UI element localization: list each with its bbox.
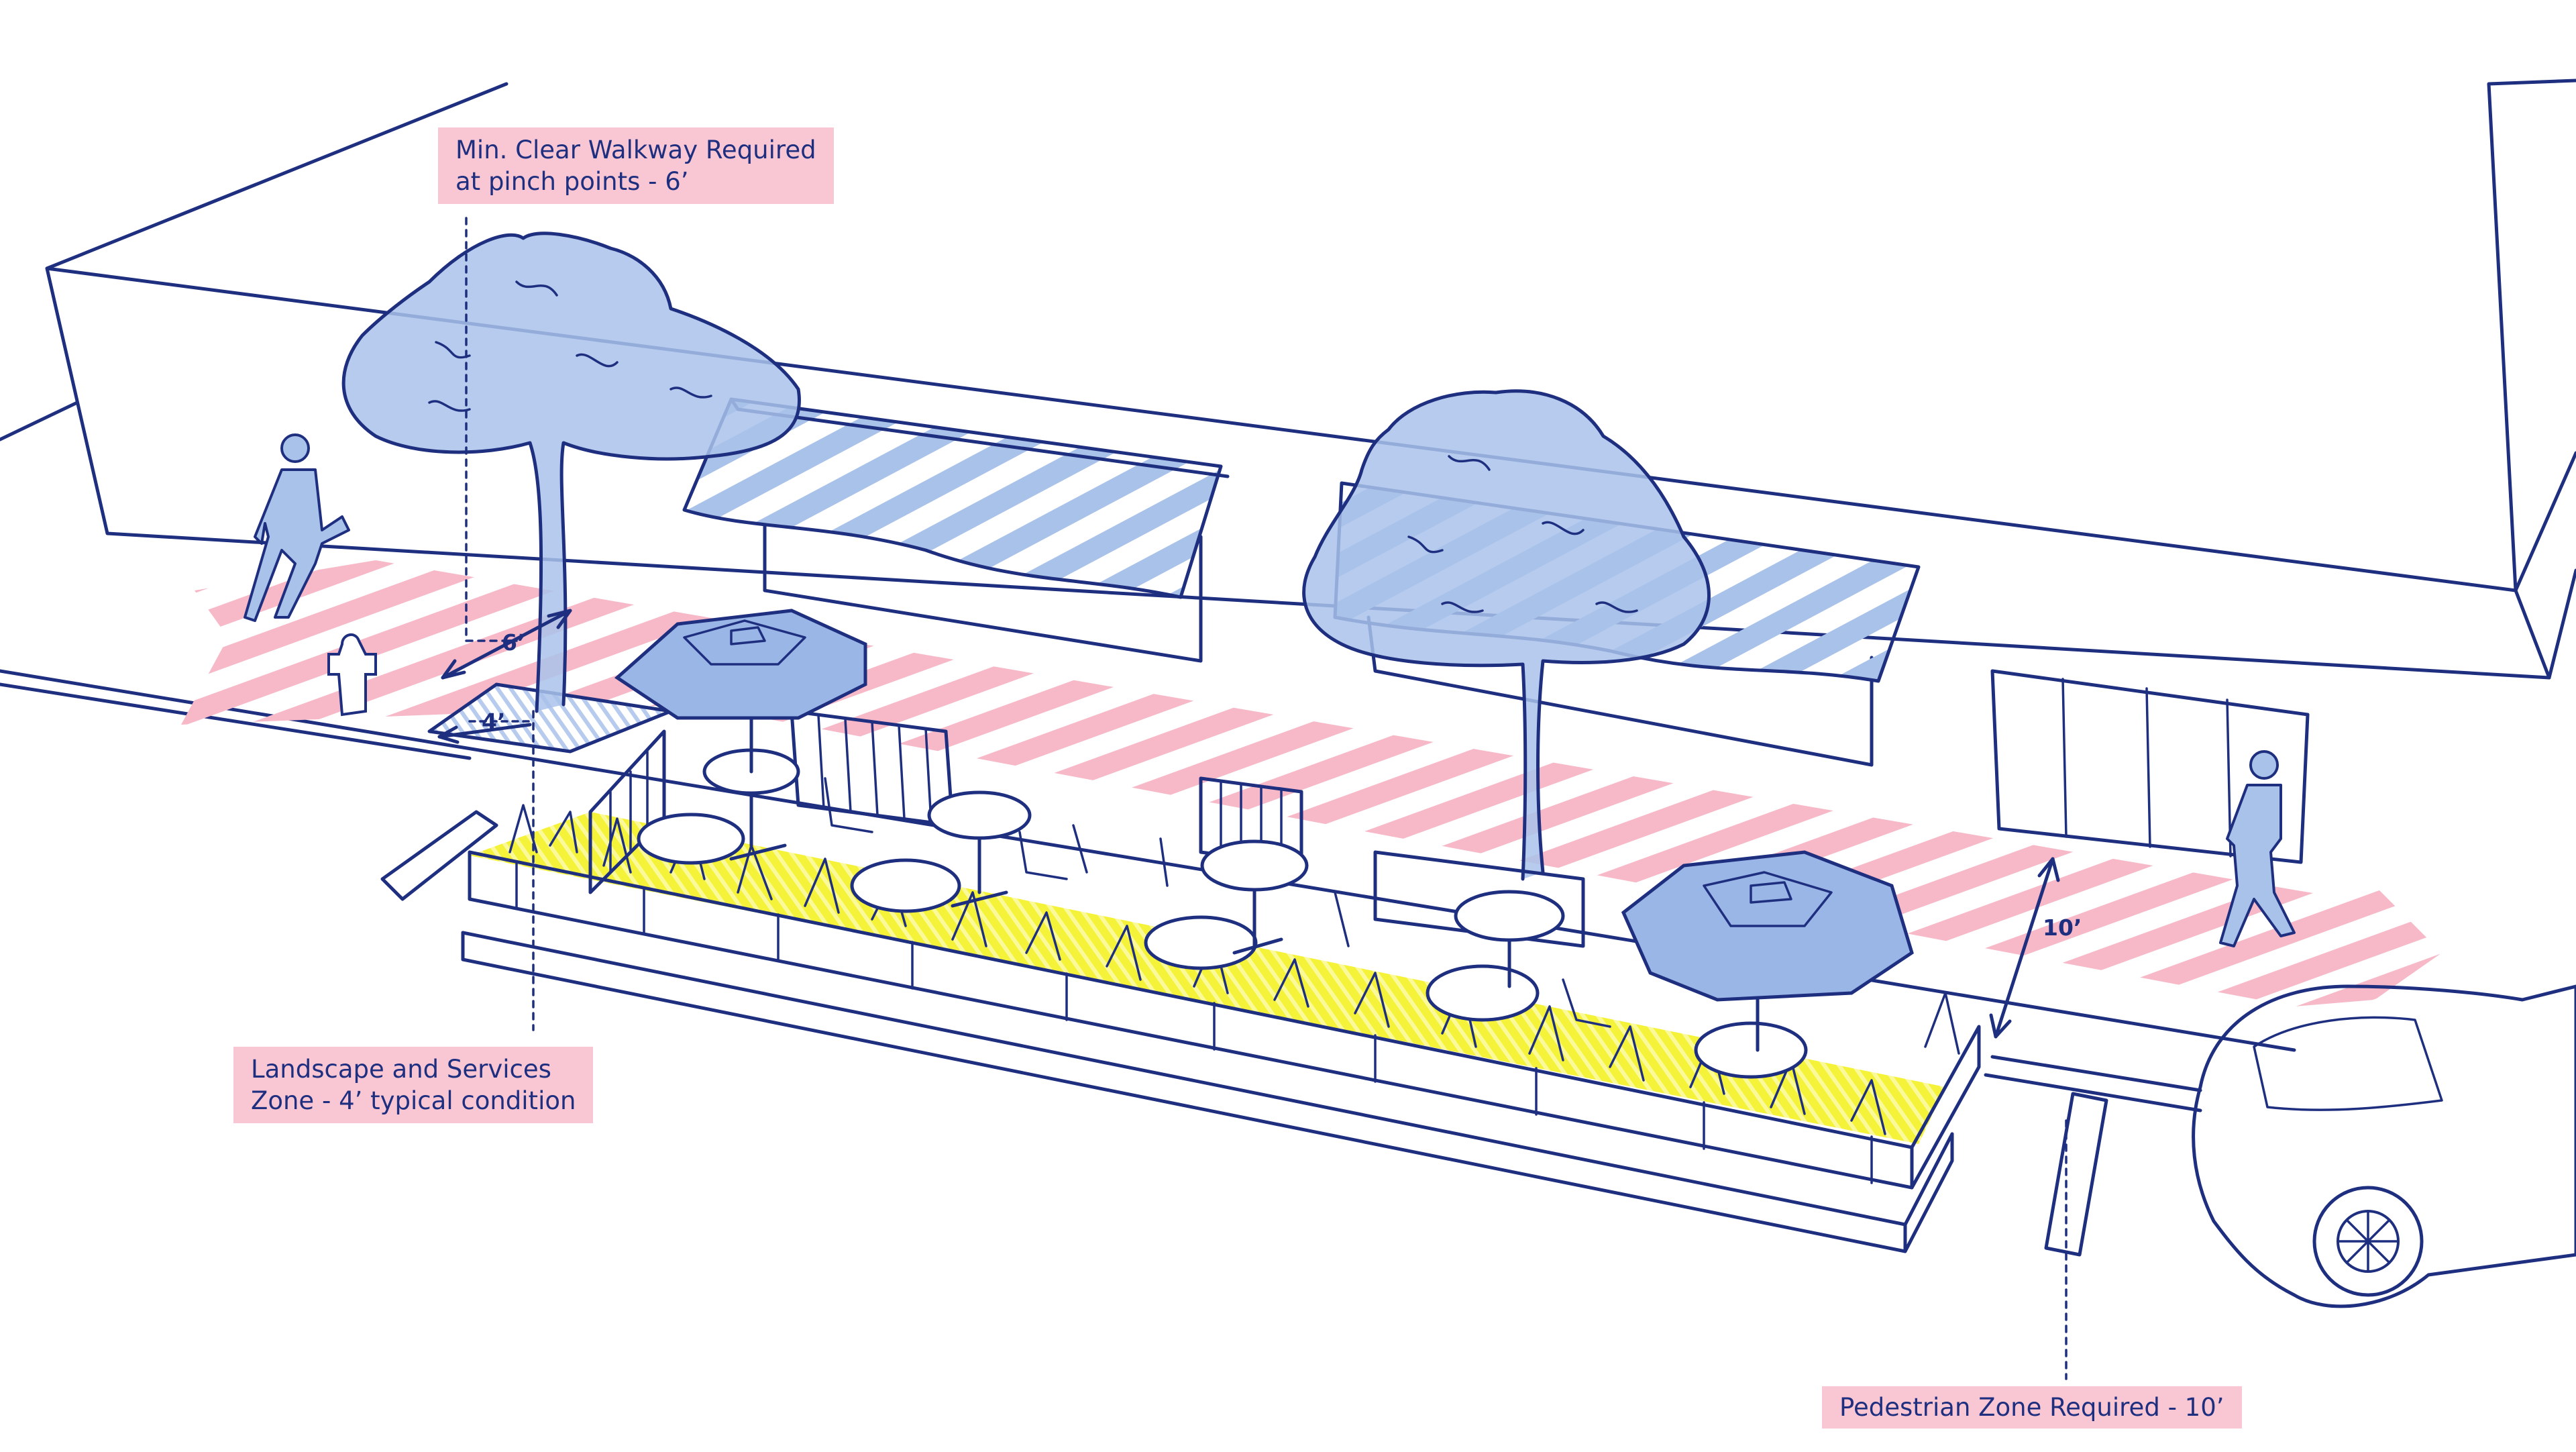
pedestrian-zone — [181, 560, 2442, 1006]
car — [2192, 984, 2576, 1308]
pedestrian-right — [2219, 750, 2296, 947]
label-pedestrian: Pedestrian Zone Required - 10’ — [1822, 1386, 2242, 1429]
dimension-walkway-width: 6’ — [502, 629, 526, 656]
umbrella-left — [614, 609, 867, 774]
label-landscape-line2: Zone - 4’ typical condition — [251, 1086, 576, 1115]
umbrella-right — [1621, 850, 1914, 1052]
dimension-landscape-width: 4’ — [482, 709, 506, 735]
cafe-tables — [637, 748, 1808, 1079]
fire-hydrant — [327, 633, 377, 717]
label-walkway-line2: at pinch points - 6’ — [455, 167, 689, 196]
parklet-planters — [461, 804, 1981, 1253]
label-walkway: Min. Clear Walkway Required at pinch poi… — [438, 127, 834, 204]
dimension-pedestrian-width: 10’ — [2043, 915, 2082, 941]
label-walkway-line1: Min. Clear Walkway Required — [455, 136, 816, 164]
pedestrian-left — [244, 433, 350, 622]
tree-right — [1302, 389, 1711, 881]
wheel-stop-left — [380, 810, 498, 901]
tree-left — [341, 231, 801, 713]
label-landscape-line1: Landscape and Services — [251, 1055, 551, 1084]
label-pedestrian-line1: Pedestrian Zone Required - 10’ — [1839, 1393, 2224, 1422]
dimension-lines — [437, 217, 2068, 1380]
label-landscape: Landscape and Services Zone - 4’ typical… — [233, 1047, 594, 1123]
wheel-stop-right — [2044, 1092, 2108, 1257]
